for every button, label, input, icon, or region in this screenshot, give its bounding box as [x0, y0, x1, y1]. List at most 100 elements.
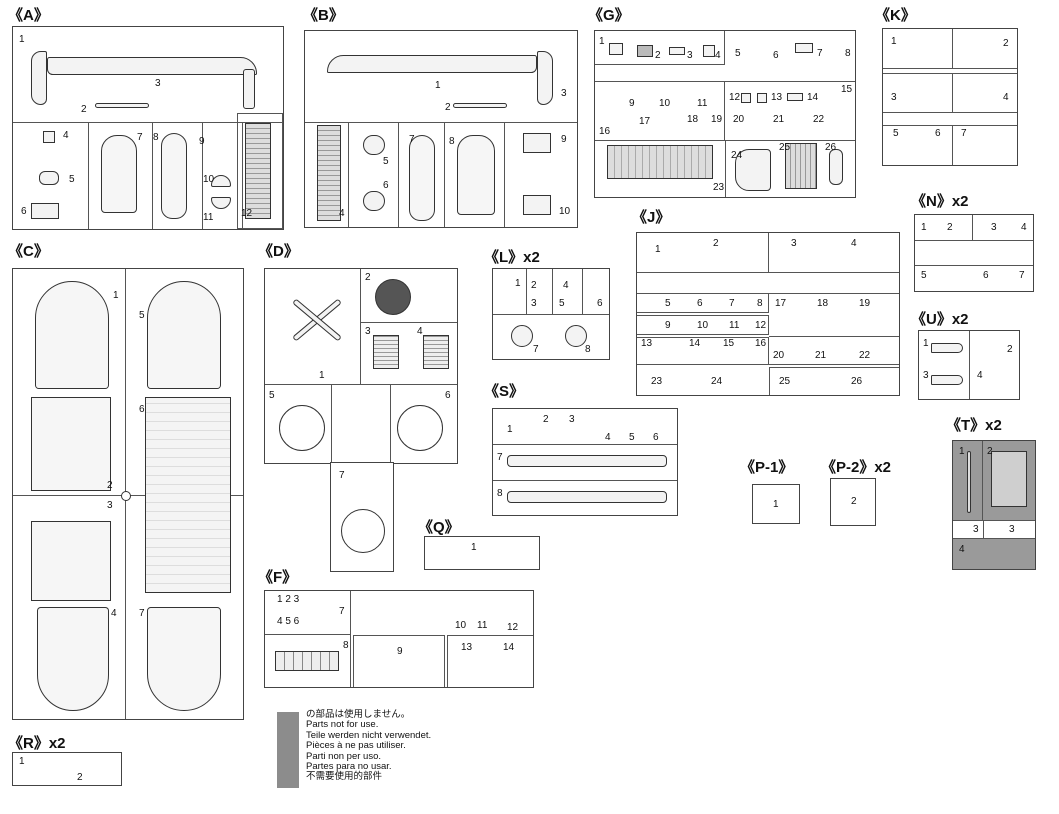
part-number: 4 — [1021, 222, 1027, 233]
rod-part-1 — [967, 451, 971, 513]
part-number: 7 — [533, 344, 539, 355]
ring-part-6 — [397, 405, 443, 451]
sprue-title-k: 《K》 — [875, 7, 916, 24]
part-number: 5 — [139, 310, 145, 321]
unused-parts-legend: の部品は使用しません。 Parts not for use. Teile wer… — [306, 709, 431, 783]
tail-fin-part — [537, 51, 553, 105]
sprue-title-j: 《J》 — [632, 209, 671, 226]
part-number: 2 — [77, 772, 83, 783]
sprue-l-cell-2 — [527, 269, 553, 315]
part-number: 8 — [153, 132, 159, 143]
elevator-part-7 — [101, 135, 137, 213]
part-number: 9 — [629, 98, 635, 109]
part-number: 13 — [461, 642, 473, 653]
part-number: 7 — [961, 128, 967, 139]
part-number: 6 — [139, 404, 145, 415]
part-number: 7 — [137, 132, 143, 143]
wing-top-part-4 — [37, 607, 109, 711]
part-number: 6 — [383, 180, 389, 191]
part-number: 1 — [319, 370, 325, 381]
small-panel-part — [795, 43, 813, 53]
fuselage-half-part — [47, 57, 257, 75]
sprue-l: 1 2 3 4 5 6 7 8 — [492, 268, 610, 360]
part-number: 1 — [515, 278, 521, 289]
sprue-gate — [121, 491, 131, 501]
sprue-j-cell-13 — [637, 337, 769, 365]
elevator-part-7 — [409, 135, 435, 221]
part-number: 4 — [605, 432, 611, 443]
sprue-g-bottom-right — [725, 141, 855, 197]
sprue-d-cell-4 — [361, 323, 457, 385]
part-number: 13 — [771, 92, 783, 103]
part-number: 14 — [689, 338, 701, 349]
cockpit-floor-part — [245, 123, 271, 219]
part-number: 1 — [921, 222, 927, 233]
part-number: 2 — [365, 272, 371, 283]
part-number: 6 — [935, 128, 941, 139]
sprue-l-cell-1 — [493, 269, 527, 315]
sprue-title-a: 《A》 — [8, 7, 49, 24]
lower-wing-center-part-6 — [145, 397, 231, 593]
sprue-j-cell-25 — [769, 367, 899, 395]
sprue-p1: 1 — [752, 484, 800, 524]
sprue-j-cell-5 — [637, 293, 769, 313]
part-number: 5 — [665, 298, 671, 309]
float-part-3 — [931, 375, 963, 385]
part-number: 2 — [531, 280, 537, 291]
small-bracket-part — [43, 131, 55, 143]
legend-line-ja: の部品は使用しません。 — [306, 709, 411, 720]
sprue-j-cell-20 — [769, 337, 899, 365]
sprue-b-cell-5 — [349, 123, 399, 227]
sprue-k-cell-4 — [953, 73, 1017, 113]
rib-part-10 — [211, 175, 231, 187]
part-number: 11 — [697, 98, 708, 109]
sprue-t-divider-3 — [983, 521, 984, 539]
part-number: 15 — [723, 338, 735, 349]
strip-part-8 — [507, 491, 667, 503]
part-number: 3 — [107, 500, 113, 511]
legend-line-it: Parti non per uso. — [306, 750, 381, 762]
sprue-f-cell-9 — [353, 635, 445, 687]
part-number: 21 — [815, 350, 827, 361]
sprue-p2: 2 — [830, 478, 876, 526]
part-number: 2 — [445, 102, 451, 113]
sprue-d: 1 2 3 4 5 6 — [264, 268, 458, 465]
part-number: 1 — [435, 80, 441, 91]
flap-part-10 — [523, 195, 551, 215]
part-number: 6 — [445, 390, 451, 401]
sprue-s: 1 2 3 4 5 6 7 8 — [492, 408, 678, 516]
sprue-d-cell-center — [331, 385, 391, 465]
part-number: 8 — [757, 298, 763, 309]
small-panel-part — [787, 93, 803, 101]
sprue-b-cell-7 — [399, 123, 445, 227]
part-number: 10 — [559, 206, 571, 217]
part-number: 6 — [697, 298, 703, 309]
part-number: 2 — [987, 446, 993, 457]
sprue-l-cell-4 — [553, 269, 583, 315]
part-number: 16 — [755, 338, 767, 349]
small-panel-part — [741, 93, 751, 103]
part-number: 7 — [729, 298, 735, 309]
wing-top-part-1 — [35, 281, 109, 389]
sprue-t-cell-3 — [953, 521, 1035, 539]
part-number: 7 — [139, 608, 145, 619]
part-number: 9 — [397, 646, 403, 657]
sprue-j-cell-17 — [769, 293, 899, 337]
bulkhead-part-6 — [363, 191, 385, 211]
part-number: 5 — [383, 156, 389, 167]
sprue-title-c: 《C》 — [8, 243, 49, 260]
sprue-b-cell-top — [305, 31, 577, 123]
part-number: 3 — [973, 524, 979, 535]
part-number: 6 — [773, 50, 779, 61]
part-number: 3 — [891, 92, 897, 103]
sprue-q: 1 — [424, 536, 540, 570]
part-number: 2 — [543, 414, 549, 425]
part-number: 22 — [813, 114, 825, 125]
part-number: 20 — [733, 114, 745, 125]
part-number: 4 — [63, 130, 69, 141]
part-number: 19 — [859, 298, 871, 309]
sprue-f-cell-13 — [447, 635, 533, 687]
part-number: 1 — [19, 34, 25, 45]
gear-leg-part — [243, 69, 255, 109]
frame-part-2 — [991, 451, 1027, 507]
